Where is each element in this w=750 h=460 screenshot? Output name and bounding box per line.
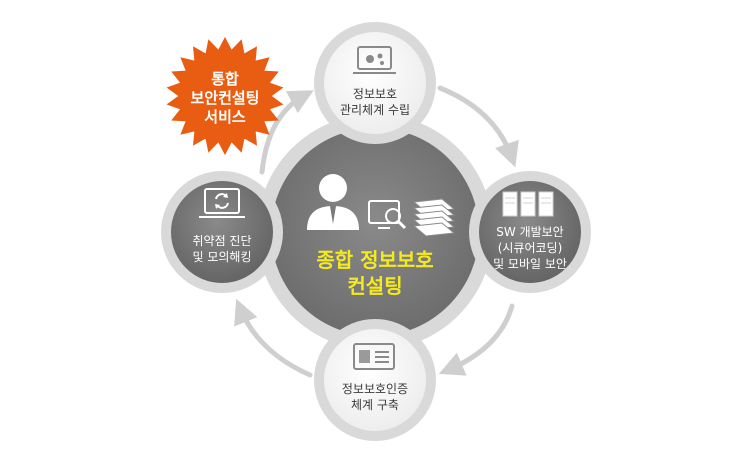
node-bottom-label-1: 정보보호인증 bbox=[341, 382, 409, 396]
node-right-label-1: SW 개발보안 bbox=[496, 225, 564, 239]
node-left-label-2: 및 모의해킹 bbox=[192, 250, 252, 264]
node-top-label-1: 정보보호 bbox=[352, 87, 398, 101]
node-right-label-3: 및 모바일 보안 bbox=[493, 257, 567, 271]
server-rack-icon bbox=[502, 191, 554, 217]
center-title-line-1: 종합 정보보호 bbox=[316, 248, 434, 272]
laptop-gear-icon bbox=[353, 46, 396, 74]
user-icon bbox=[307, 174, 359, 230]
node-top bbox=[314, 22, 436, 144]
cycle-arrows bbox=[234, 85, 519, 378]
center-title-line-2: 컨설팅 bbox=[347, 274, 403, 298]
service-badge bbox=[166, 36, 284, 156]
arrow-bottom-to-left bbox=[234, 298, 313, 378]
node-right-label-2: (시큐어코딩) bbox=[497, 241, 563, 255]
node-left bbox=[161, 171, 283, 293]
node-right bbox=[469, 171, 591, 293]
monitor-search-icon bbox=[368, 200, 407, 230]
node-left-label-1: 취약점 진단 bbox=[192, 234, 252, 248]
node-bottom bbox=[314, 319, 436, 441]
arrow-right-to-bottom bbox=[438, 303, 515, 376]
node-top-label-2: 관리체계 수립 bbox=[339, 103, 411, 117]
node-bottom-label-2: 체계 구축 bbox=[351, 398, 399, 412]
arrow-left-to-top bbox=[259, 90, 314, 175]
laptop-refresh-icon bbox=[199, 188, 245, 218]
id-card-icon bbox=[353, 343, 395, 370]
badge-label-1: 통합 bbox=[211, 70, 239, 88]
stacked-documents-icon bbox=[412, 198, 456, 237]
badge-label-3: 서비스 bbox=[204, 108, 246, 126]
badge-label-2: 보안컨설팅 bbox=[190, 89, 260, 107]
arrow-top-to-right bbox=[437, 85, 519, 168]
